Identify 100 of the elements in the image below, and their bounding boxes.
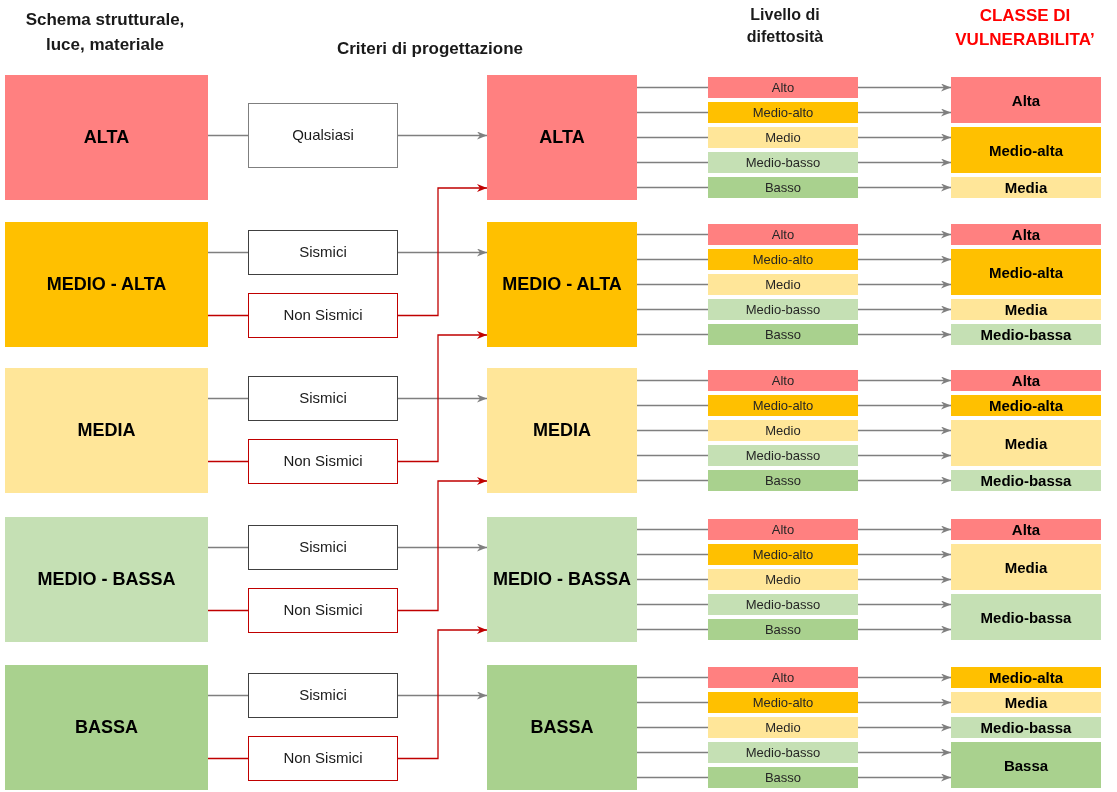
category-box [487,665,637,790]
category-box [5,665,208,790]
box-label: Medio-basso [744,303,822,316]
connector-arrow [857,183,952,192]
box-label: Media [1003,695,1049,710]
box-label: Alto [770,81,796,94]
category-box [5,222,208,347]
vulnerability-class-box [951,249,1101,295]
defect-level-box [708,152,858,173]
box-label: Non Sismici [282,451,364,472]
connector-arrow [857,476,952,485]
defect-level-box [708,77,858,98]
defect-level-box [708,299,858,320]
box-label: Alta [1010,522,1042,537]
box-label: Basso [763,623,803,636]
vulnerability-class-box [951,594,1101,640]
box-label: Alto [770,671,796,684]
box-label: MEDIO - ALTA [501,273,623,296]
vulnerability-class-box [951,667,1101,688]
connector-arrow [857,773,952,782]
box-label: Non Sismici [282,748,364,769]
box-label: BASSA [74,716,139,739]
box-label: Sismici [298,388,348,409]
criterion-box [248,103,398,168]
box-label: Medio-bassa [979,720,1073,735]
category-box [5,75,208,200]
box-label: MEDIA [76,419,137,442]
criterion-box [248,736,398,781]
connector-arrow [857,255,952,264]
box-label: Medio [764,131,802,144]
criterion-box [248,673,398,718]
vulnerability-class-box [951,77,1101,123]
box-label: Medio-alto [751,548,815,561]
criterion-box [248,376,398,421]
connector-arrow [857,698,952,707]
connector-arrow [857,625,952,634]
box-label: Medio [764,278,802,291]
defect-level-box [708,692,858,713]
defect-level-box [708,420,858,441]
category-box [487,368,637,493]
box-label: Medio-basso [744,156,822,169]
vulnerability-class-box [951,519,1101,540]
box-label: Basso [763,181,803,194]
connector-arrow [857,575,952,584]
connector-arrow [857,108,952,117]
connector-arrow [857,133,952,142]
criterion-box [248,525,398,570]
box-label: Medio-basso [744,598,822,611]
box-label: Basso [763,771,803,784]
connector-arrow [857,83,952,92]
box-label: Media [1003,559,1049,575]
box-label: Medio-alta [987,264,1065,280]
vulnerability-class-box [951,717,1101,738]
box-label: Medio [764,424,802,437]
box-label: Alto [770,228,796,241]
box-label: Medio-alto [751,253,815,266]
defect-level-box [708,742,858,763]
category-box [487,75,637,200]
vulnerability-class-box [951,420,1101,466]
connector-arrow [397,248,488,257]
defect-level-box [708,470,858,491]
vulnerability-class-box [951,742,1101,788]
column-heading: Criteri di progettazione [335,38,525,60]
connector-arrow [397,691,488,700]
vulnerability-class-box [951,224,1101,245]
defect-level-box [708,594,858,615]
box-label: Medio [764,721,802,734]
box-label: Medio [764,573,802,586]
defect-level-box [708,544,858,565]
box-label: Alto [770,374,796,387]
box-label: Medio-basso [744,449,822,462]
connector-arrow [857,550,952,559]
box-label: Medio-bassa [979,609,1073,625]
box-label: Media [1003,180,1049,195]
box-label: Basso [763,474,803,487]
connector-arrow [397,543,488,552]
box-label: MEDIO - BASSA [36,568,177,591]
defect-level-box [708,324,858,345]
connector-arrow [857,426,952,435]
defect-level-box [708,395,858,416]
box-label: Sismici [298,242,348,263]
box-label: Medio-alto [751,106,815,119]
criterion-box [248,588,398,633]
defect-level-box [708,127,858,148]
box-label: Medio-bassa [979,327,1073,342]
box-label: MEDIA [532,419,592,442]
category-box [487,222,637,347]
connector-arrow [397,626,488,760]
category-box [487,517,637,642]
connector-arrow [857,280,952,289]
defect-level-box [708,569,858,590]
box-label: MEDIO - BASSA [492,568,632,591]
box-label: Media [1003,302,1049,317]
connector-arrow [397,184,488,317]
box-label: Medio-bassa [979,473,1073,488]
box-label: Medio-alta [987,142,1065,158]
connector-arrow [857,748,952,757]
box-label: Alta [1010,227,1042,242]
defect-level-box [708,102,858,123]
box-label: Alta [1010,373,1042,388]
